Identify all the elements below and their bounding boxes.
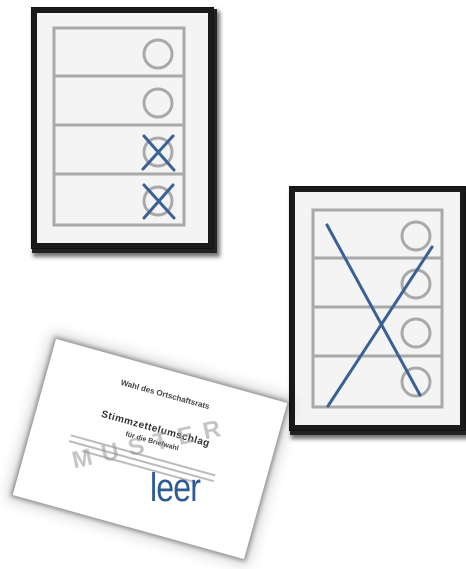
vote-circle-3 (402, 319, 430, 347)
vote-circle-2 (144, 89, 172, 117)
vote-circle-1 (402, 222, 430, 250)
empty-label: leer (150, 463, 200, 513)
strike-through-cross (327, 225, 432, 406)
ballot-invalid (290, 187, 465, 430)
vote-circle-1 (144, 40, 172, 68)
ballot-invalid-drawing (290, 187, 465, 430)
ballot-valid (32, 8, 213, 248)
envelope-paper: Wahl des Ortschaftsrats Stimmzettelumsch… (13, 339, 288, 559)
cross-mark-4 (144, 185, 174, 218)
ballot-valid-drawing (32, 8, 213, 248)
ballot-envelope: Wahl des Ortschaftsrats Stimmzettelumsch… (13, 339, 288, 559)
